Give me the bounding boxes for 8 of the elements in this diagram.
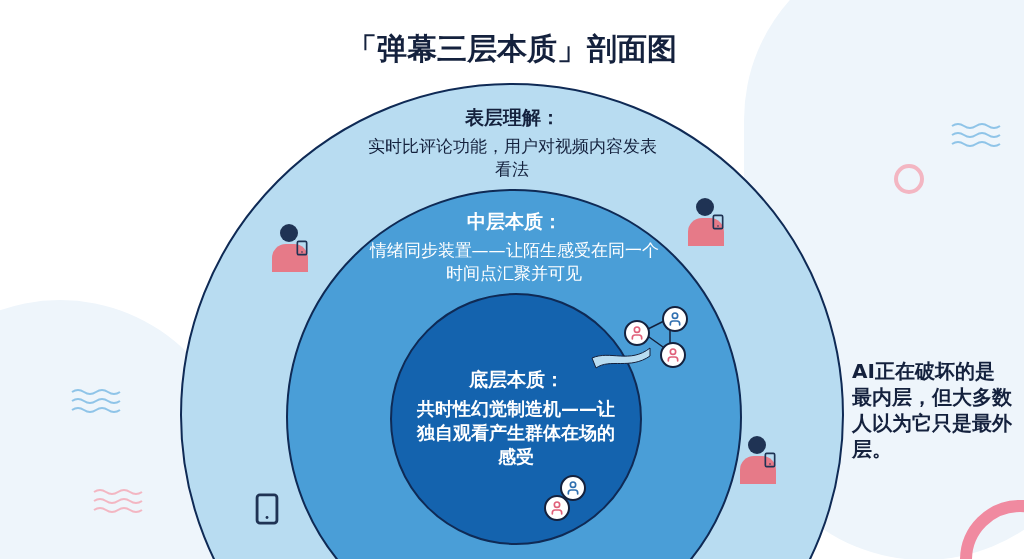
diagram-title: 「弹幕三层本质」剖面图 <box>346 30 678 68</box>
layer-description: 共时性幻觉制造机——让独自观看产生群体在场的感受 <box>416 396 616 470</box>
layer-heading: 中层本质： <box>466 209 562 234</box>
layer-heading: 表层理解： <box>464 105 560 130</box>
side-note: AI正在破坏的是最内层，但大多数人以为它只是最外层。 <box>852 358 1012 462</box>
layer-description: 实时比评论功能，用户对视频内容发表看法 <box>366 134 658 181</box>
layer-description: 情绪同步装置——让陌生感受在同一个时间点汇聚并可见 <box>368 238 660 285</box>
layer-heading: 底层本质： <box>468 367 564 392</box>
